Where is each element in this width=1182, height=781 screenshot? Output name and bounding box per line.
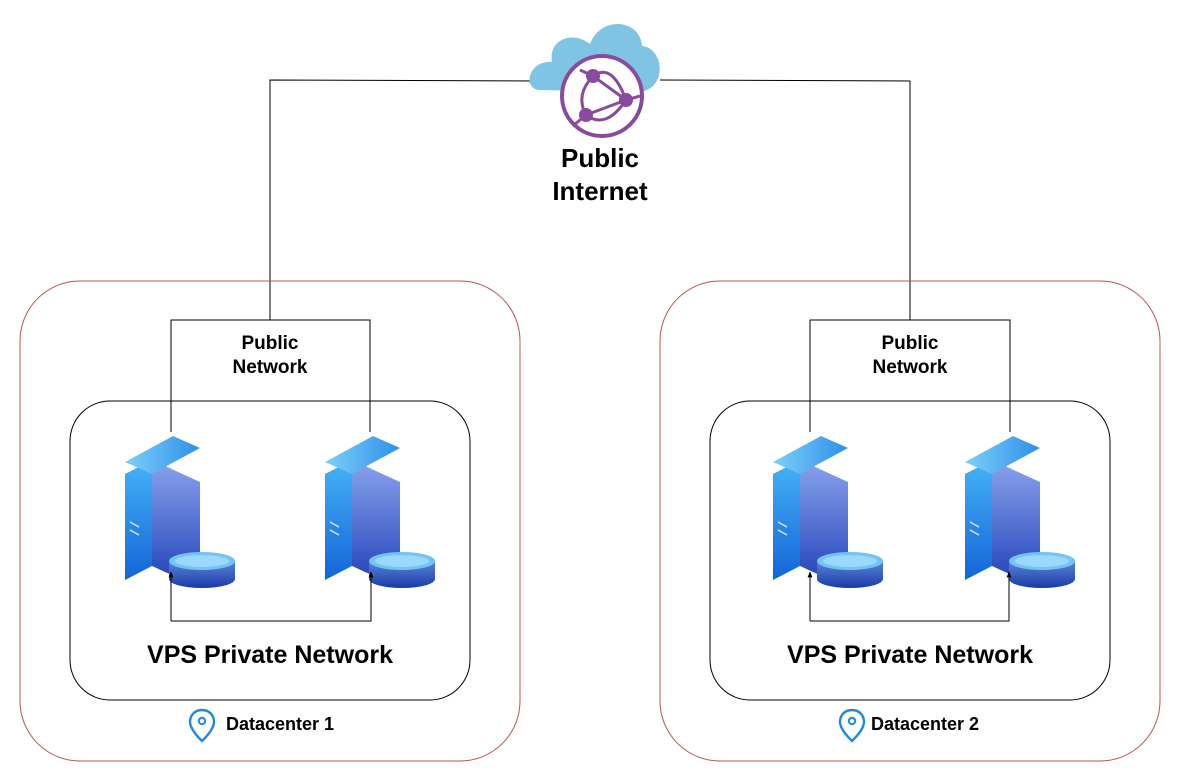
public-network-link-dc1	[170, 319, 371, 432]
datacenter-2-boundary	[659, 280, 1161, 762]
private-network-label-dc1: VPS Private Network	[147, 641, 393, 669]
public-internet-label: Public Internet	[552, 143, 648, 206]
private-network-box-dc1	[69, 400, 471, 701]
server-icon	[324, 435, 436, 589]
private-network-box-dc2	[709, 400, 1111, 701]
private-link-dc2	[810, 571, 1012, 622]
location-pin-icon	[838, 708, 866, 743]
datacenter-1-label: Datacenter 1	[226, 714, 335, 734]
private-network-label-dc2: VPS Private Network	[787, 641, 1033, 669]
server-icon	[772, 435, 884, 589]
location-pin-icon	[188, 708, 216, 743]
public-network-label-dc2: Public Network	[872, 333, 948, 378]
uplink-line-dc2	[659, 79, 911, 320]
datacenter-1-boundary	[19, 280, 521, 762]
server-icon	[964, 435, 1076, 589]
public-network-label-dc1: Public Network	[232, 333, 308, 378]
uplink-line-dc1	[269, 79, 541, 320]
server-icon	[124, 435, 236, 589]
datacenter-2-label: Datacenter 2	[871, 714, 980, 734]
public-network-link-dc2	[809, 319, 1011, 432]
private-link-dc1	[171, 571, 374, 622]
globe-network-icon	[560, 54, 644, 138]
